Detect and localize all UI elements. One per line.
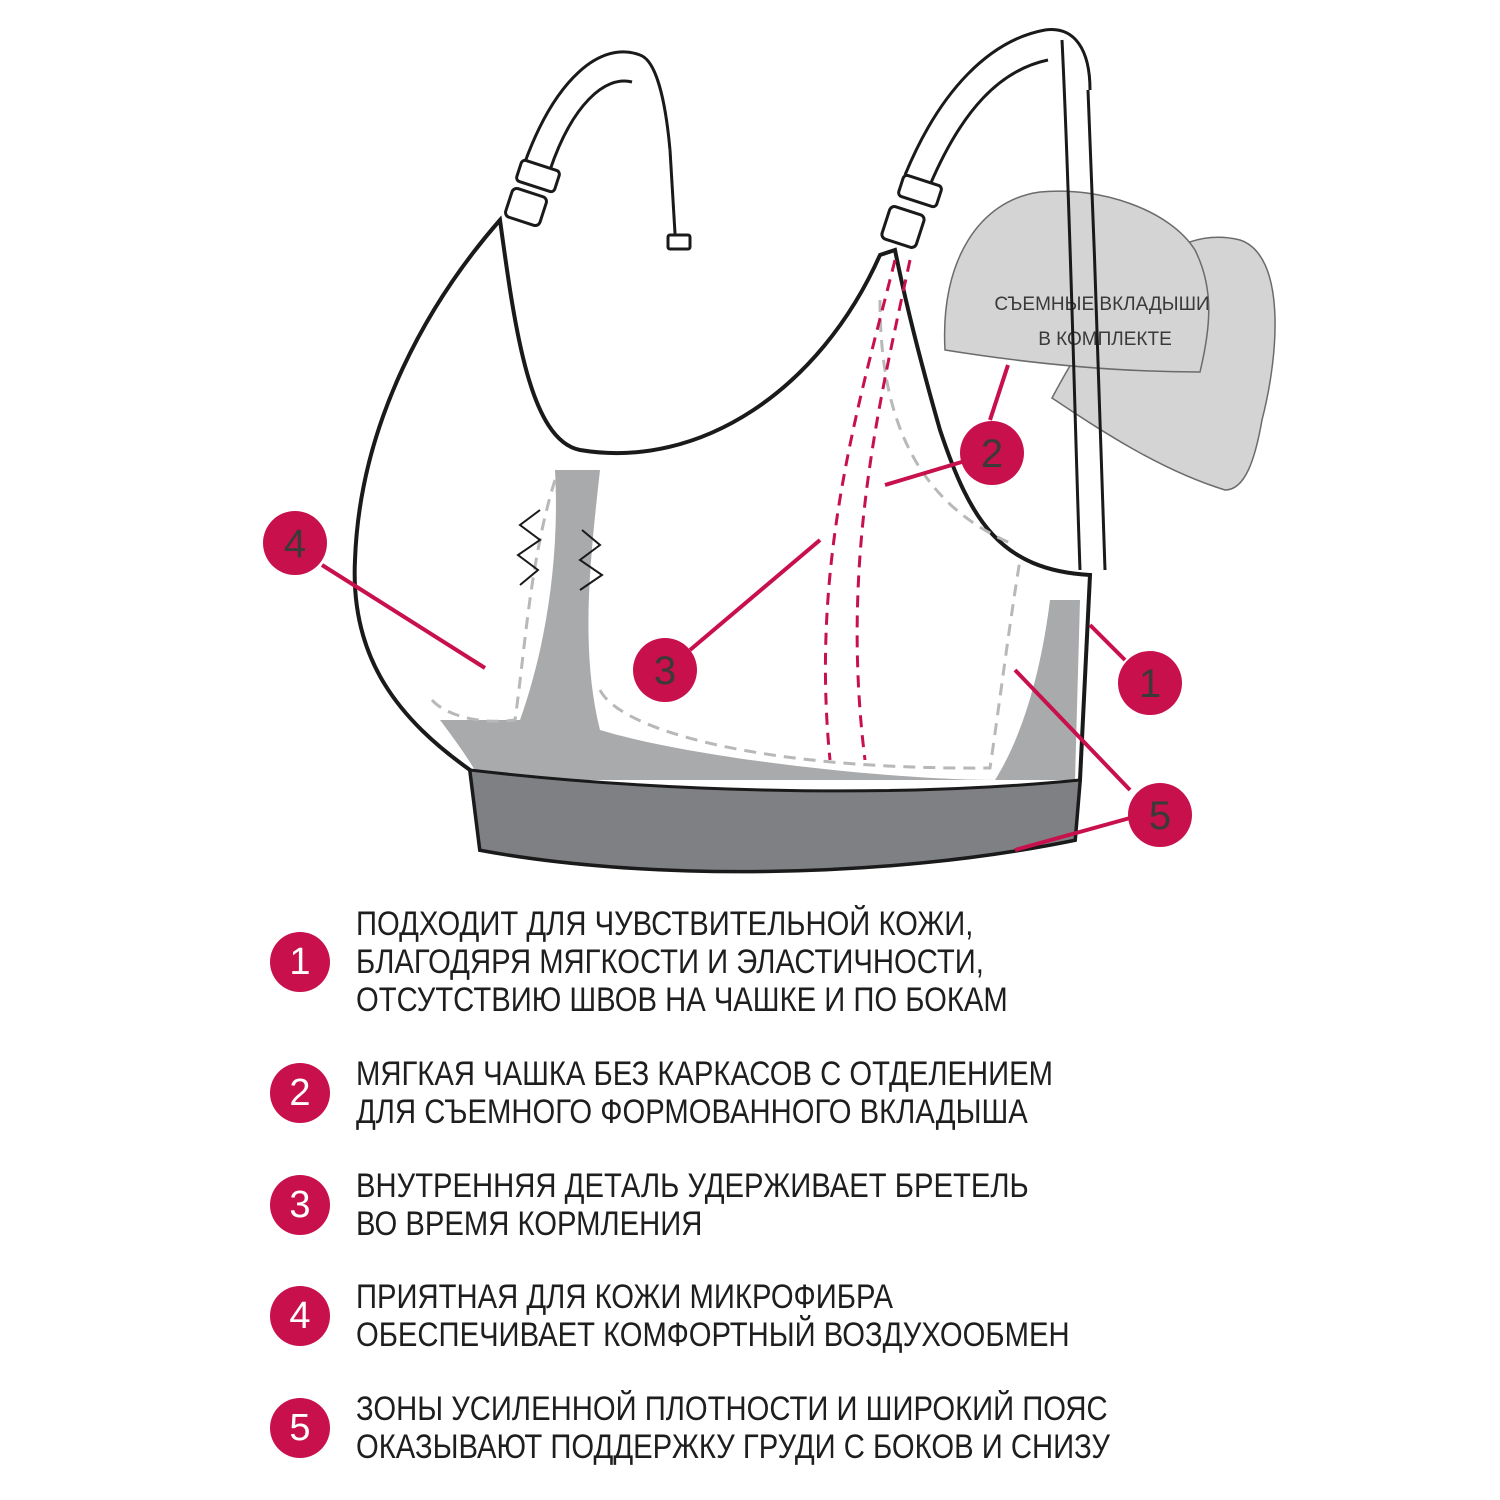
removable-inserts: СЪЕМНЫЕ ВКЛАДЫШИ В КОМПЛЕКТЕ [943, 190, 1276, 491]
feature-3-line-2: ВО ВРЕМЯ КОРМЛЕНИЯ [356, 1205, 703, 1243]
neckline-stitch-dashes [878, 299, 1016, 547]
cup-stitch-dashes [598, 559, 1022, 770]
marker-5: 5 [1128, 783, 1192, 847]
feature-1-line-3: ОТСУТСТВИЮ ШВОВ НА ЧАШКЕ И ПО БОКАМ [356, 981, 1008, 1019]
insert-label-line1: СЪЕМНЫЕ ВКЛАДЫШИ [994, 294, 1209, 315]
marker-3: 3 [633, 638, 697, 702]
feature-3-line-1: ВНУТРЕННЯЯ ДЕТАЛЬ УДЕРЖИВАЕТ БРЕТЕЛЬ [356, 1167, 1029, 1205]
feature-number-1: 1 [270, 932, 330, 992]
back-slider [666, 233, 692, 251]
marker-2: 2 [960, 421, 1024, 485]
left-clasp-bottom [504, 186, 548, 228]
inner-detail-stitch-1 [823, 259, 897, 761]
right-clasp-bottom [880, 205, 926, 249]
right-strap-back-inner [1086, 89, 1107, 571]
feature-item-4: 4 ПРИЯТНАЯ ДЛЯ КОЖИ МИКРОФИБРА ОБЕСПЕЧИВ… [270, 1278, 1470, 1354]
feature-4-line-1: ПРИЯТНАЯ ДЛЯ КОЖИ МИКРОФИБРА [356, 1278, 894, 1316]
marker-5-label: 5 [1149, 794, 1171, 838]
insert-label-line2: В КОМПЛЕКТЕ [1038, 329, 1172, 350]
feature-text-1: ПОДХОДИТ ДЛЯ ЧУВСТВИТЕЛЬНОЙ КОЖИ, БЛАГОД… [356, 905, 1008, 1019]
straps [523, 28, 1107, 571]
leader-5b [1014, 816, 1131, 852]
right-strap-back [1060, 39, 1082, 571]
feature-number-5: 5 [270, 1398, 330, 1458]
left-strap-inner [548, 79, 633, 171]
leader-4 [320, 563, 487, 670]
marker-2-label: 2 [981, 432, 1003, 476]
right-strap-outer [903, 28, 1092, 176]
clasps [504, 158, 943, 251]
leader-3 [688, 538, 822, 652]
left-strap-back [668, 149, 678, 251]
marker-4-label: 4 [284, 522, 306, 566]
insert-front [943, 190, 1210, 373]
marker-3-label: 3 [654, 649, 676, 693]
left-strap-outer [523, 50, 672, 163]
marker-4: 4 [263, 511, 327, 575]
leader-5a [1013, 668, 1132, 792]
leader-2b [988, 364, 1010, 421]
feature-1-line-2: БЛАГОДЯРЯ МЯГКОСТИ И ЭЛАСТИЧНОСТИ, [356, 943, 984, 981]
stretch-zigzag-right [578, 529, 604, 591]
feature-number-3: 3 [270, 1175, 330, 1235]
feature-item-3: 3 ВНУТРЕННЯЯ ДЕТАЛЬ УДЕРЖИВАЕТ БРЕТЕЛЬ В… [270, 1167, 1470, 1243]
feature-4-line-2: ОБЕСПЕЧИВАЕТ КОМФОРТНЫЙ ВОЗДУХООБМЕН [356, 1316, 1070, 1354]
feature-number-2: 2 [270, 1063, 330, 1123]
inner-detail-stitch-2 [855, 259, 912, 761]
center-cup-white [597, 440, 1020, 770]
marker-1-label: 1 [1139, 662, 1161, 706]
feature-item-5: 5 ЗОНЫ УСИЛЕННОЙ ПЛОТНОСТИ И ШИРОКИЙ ПОЯ… [270, 1390, 1470, 1466]
right-clasp-top [897, 173, 943, 209]
feature-item-1: 1 ПОДХОДИТ ДЛЯ ЧУВСТВИТЕЛЬНОЙ КОЖИ, БЛАГ… [270, 905, 1470, 1019]
stretch-zigzag-left [516, 509, 542, 586]
feature-5-line-2: ОКАЗЫВАЮТ ПОДДЕРЖКУ ГРУДИ С БОКОВ И СНИЗ… [356, 1428, 1110, 1466]
feature-2-line-2: ДЛЯ СЪЕМНОГО ФОРМОВАННОГО ВКЛАДЫША [356, 1093, 1028, 1131]
side-panel-gray [440, 470, 1080, 780]
feature-number-4: 4 [270, 1286, 330, 1346]
right-strap-inner [928, 58, 1049, 186]
feature-text-2: МЯГКАЯ ЧАШКА БЕЗ КАРКАСОВ С ОТДЕЛЕНИЕМ Д… [356, 1055, 1053, 1131]
feature-text-4: ПРИЯТНАЯ ДЛЯ КОЖИ МИКРОФИБРА ОБЕСПЕЧИВАЕ… [356, 1278, 1070, 1354]
bra-diagram: СЪЕМНЫЕ ВКЛАДЫШИ В КОМПЛЕКТЕ [263, 28, 1276, 874]
marker-1: 1 [1118, 651, 1182, 715]
feature-text-5: ЗОНЫ УСИЛЕННОЙ ПЛОТНОСТИ И ШИРОКИЙ ПОЯС … [356, 1390, 1110, 1466]
left-clasp-top [515, 158, 561, 194]
waistband [468, 768, 1082, 873]
bra-body [352, 215, 1093, 874]
feature-item-2: 2 МЯГКАЯ ЧАШКА БЕЗ КАРКАСОВ С ОТДЕЛЕНИЕМ… [270, 1055, 1470, 1131]
feature-5-line-1: ЗОНЫ УСИЛЕННОЙ ПЛОТНОСТИ И ШИРОКИЙ ПОЯС [356, 1390, 1108, 1428]
leader-1 [1088, 623, 1127, 662]
feature-2-line-1: МЯГКАЯ ЧАШКА БЕЗ КАРКАСОВ С ОТДЕЛЕНИЕМ [356, 1055, 1054, 1093]
feature-text-3: ВНУТРЕННЯЯ ДЕТАЛЬ УДЕРЖИВАЕТ БРЕТЕЛЬ ВО … [356, 1167, 1029, 1243]
feature-1-line-1: ПОДХОДИТ ДЛЯ ЧУВСТВИТЕЛЬНОЙ КОЖИ, [356, 905, 974, 943]
